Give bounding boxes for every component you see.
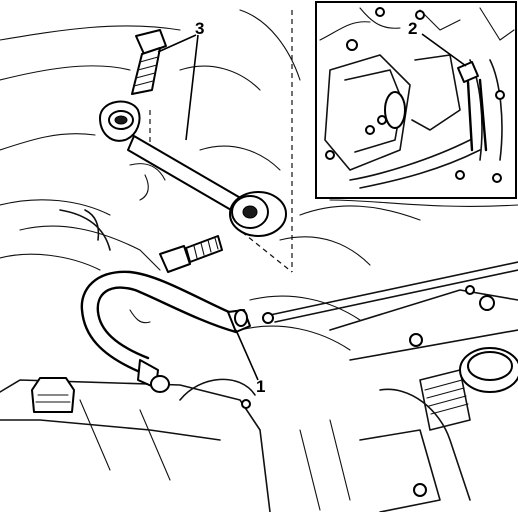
leader-lines	[157, 33, 467, 381]
detail-inset	[315, 1, 517, 199]
link-rod-assembly	[99, 29, 287, 273]
callout-1: 1	[256, 377, 266, 396]
engine-block	[299, 285, 518, 512]
hose-assembly	[80, 270, 251, 393]
engine-bay-background	[0, 9, 518, 351]
callout-3: 3	[195, 19, 205, 38]
callout-2: 2	[408, 19, 418, 38]
injection-line	[262, 261, 518, 324]
coolant-tank	[0, 377, 271, 512]
assembly-guides	[149, 10, 293, 273]
